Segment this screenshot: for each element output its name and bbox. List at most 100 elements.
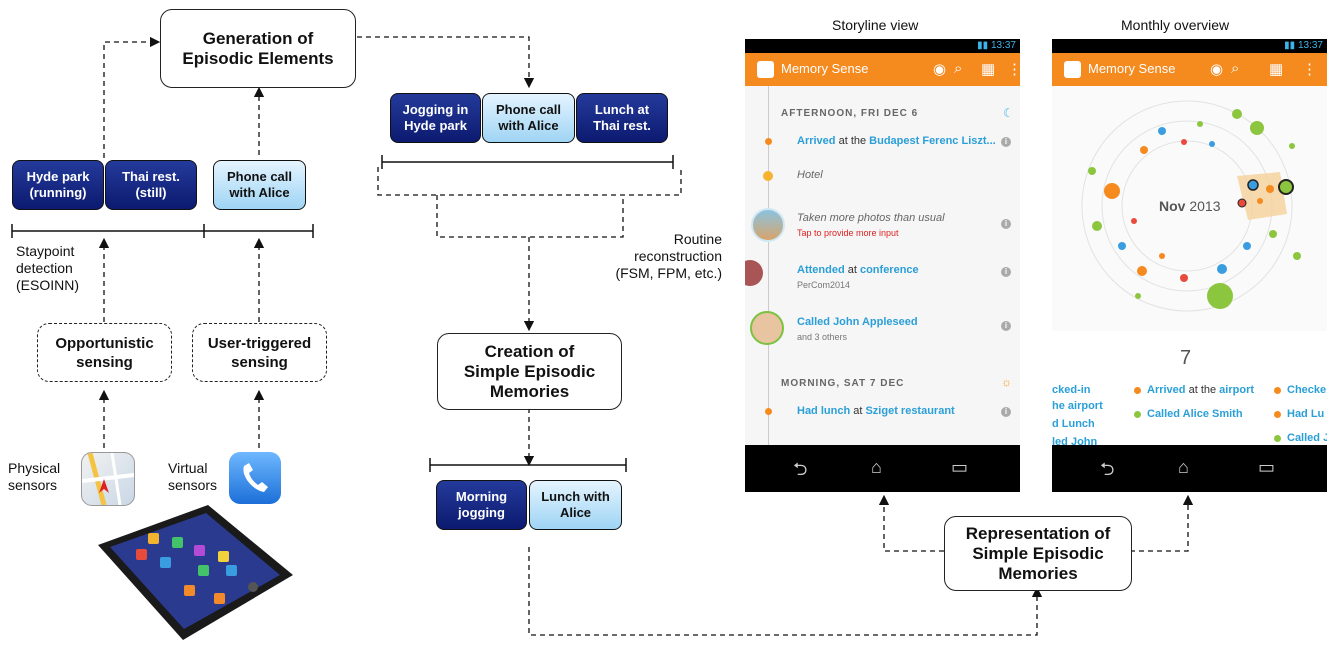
- feed-item-photos-sub: Tap to provide more input: [797, 228, 899, 238]
- info-icon[interactable]: i: [1001, 321, 1011, 331]
- generation-node: Generation of Episodic Elements: [160, 9, 356, 88]
- creation-axis: [429, 458, 627, 472]
- event-dot: [1134, 387, 1141, 394]
- search-icon[interactable]: ⌕: [954, 60, 963, 77]
- app-logo-icon: [1064, 61, 1081, 78]
- month-center-label: Nov 2013: [1159, 198, 1221, 214]
- section-header-afternoon: AFTERNOON, FRI DEC 6: [781, 108, 919, 119]
- status-bar: ▮▮ 13:37: [1052, 39, 1327, 53]
- event-dot: [1134, 411, 1141, 418]
- timeline-line: [768, 86, 769, 445]
- app-bar: Memory Sense ◉ ⌕ ▦ ⋮: [1052, 53, 1327, 86]
- timeline-dot: [765, 138, 772, 145]
- phone-call-icon: [229, 452, 281, 504]
- android-nav-bar: ⮌ ⌂ ▭: [745, 445, 1020, 492]
- staypoint-label: Staypoint detection (ESOINN): [16, 243, 79, 293]
- globe-icon[interactable]: ◉: [1210, 61, 1224, 78]
- day-col-left-2[interactable]: he airport: [1052, 400, 1103, 412]
- status-bar: ▮▮ 13:37: [745, 39, 1020, 53]
- arrow-hyde-to-generation: [103, 36, 161, 158]
- staypoint-axis: [11, 224, 314, 238]
- virtual-sensors-label: Virtual sensors: [168, 460, 218, 493]
- back-icon[interactable]: ⮌: [1100, 459, 1115, 479]
- day-col-mid-2[interactable]: Called Alice Smith: [1147, 408, 1243, 420]
- app-logo-icon: [757, 61, 774, 78]
- home-icon[interactable]: ⌂: [871, 457, 882, 477]
- feed-item-lunch[interactable]: Had lunch at Sziget restaurant: [797, 405, 955, 417]
- representation-node: Representation of Simple Episodic Memori…: [944, 516, 1132, 591]
- feed-item-hotel[interactable]: Hotel: [797, 169, 823, 181]
- arrow-rep-to-storyline: [878, 494, 944, 552]
- timeline-feed: AFTERNOON, FRI DEC 6 ☾ Arrived at the Bu…: [745, 86, 1020, 445]
- chip-morning-jogging: Morning jogging: [436, 480, 527, 530]
- info-icon[interactable]: i: [1001, 219, 1011, 229]
- feed-item-arrived[interactable]: Arrived at the Budapest Ferenc Liszt...: [797, 135, 996, 147]
- overflow-menu-icon[interactable]: ⋮: [1302, 61, 1317, 78]
- recents-icon[interactable]: ▭: [951, 457, 969, 477]
- feed-item-called[interactable]: Called John Appleseed: [797, 316, 918, 328]
- sun-icon: ☼: [1001, 375, 1012, 389]
- routine-axis: [381, 155, 674, 169]
- signal-icon: ▮▮: [977, 40, 991, 51]
- app-title: Memory Sense: [781, 61, 869, 76]
- feed-item-photos[interactable]: Taken more photos than usual: [797, 212, 945, 224]
- clock: 13:37: [1297, 40, 1323, 51]
- info-icon[interactable]: i: [1001, 267, 1011, 277]
- storyline-caption: Storyline view: [832, 17, 919, 33]
- globe-icon[interactable]: ◉: [933, 61, 947, 78]
- day-col-left-3[interactable]: d Lunch: [1052, 418, 1095, 430]
- radial-month-chart: [1081, 100, 1301, 312]
- calendar-icon[interactable]: ▦: [1269, 61, 1284, 78]
- feed-item-called-sub: and 3 others: [797, 332, 848, 342]
- app-bar: Memory Sense ◉ ⌕ ▦ ⋮: [745, 53, 1020, 86]
- home-icon[interactable]: ⌂: [1178, 457, 1189, 477]
- arrow-rep-to-monthly: [1130, 494, 1194, 552]
- map-icon: [81, 452, 135, 506]
- chip-lunch-thai: Lunch at Thai rest.: [576, 93, 668, 143]
- day-col-right-1[interactable]: Checke: [1287, 384, 1327, 396]
- search-icon[interactable]: ⌕: [1231, 60, 1240, 77]
- overflow-menu-icon[interactable]: ⋮: [1007, 61, 1020, 78]
- chip-lunch-alice: Lunch with Alice: [529, 480, 622, 530]
- storyline-phone: ▮▮ 13:37 Memory Sense ◉ ⌕ ▦ ⋮ AFTERNOON,…: [745, 39, 1020, 492]
- event-dot: [1274, 387, 1281, 394]
- day-col-mid-1[interactable]: Arrived at the airport: [1147, 384, 1255, 396]
- moon-icon: ☾: [1003, 106, 1014, 120]
- feed-item-attended-sub: PerCom2014: [797, 280, 851, 290]
- day-col-right-3[interactable]: Called J: [1287, 432, 1327, 444]
- recents-icon[interactable]: ▭: [1258, 457, 1276, 477]
- timeline-dot: [765, 408, 772, 415]
- physical-sensors-label: Physical sensors: [8, 460, 61, 493]
- avatar: [745, 260, 763, 286]
- event-dot: [1274, 435, 1281, 442]
- avatar: [750, 311, 784, 345]
- day-col-left-1[interactable]: cked-in: [1052, 384, 1091, 396]
- month-radial-panel: Nov 2013: [1052, 86, 1327, 331]
- photo-thumbnail: [751, 208, 785, 242]
- hotel-icon: [763, 171, 773, 181]
- smartphone-illustration: [88, 505, 298, 645]
- chip-hyde-park: Hyde park (running): [12, 160, 104, 210]
- day-col-right-2[interactable]: Had Lu: [1287, 408, 1325, 420]
- monthly-caption: Monthly overview: [1121, 17, 1230, 33]
- chip-phone-call-left: Phone call with Alice: [213, 160, 306, 210]
- signal-icon: ▮▮: [1284, 40, 1298, 51]
- feed-item-attended[interactable]: Attended at conference: [797, 264, 919, 276]
- section-header-morning: MORNING, SAT 7 DEC: [781, 378, 905, 389]
- arrow-chips-to-representation: [528, 547, 1043, 636]
- routine-bracket-2: [436, 195, 624, 238]
- event-dot: [1274, 411, 1281, 418]
- selected-day: 7: [1180, 347, 1192, 369]
- info-icon[interactable]: i: [1001, 137, 1011, 147]
- calendar-icon[interactable]: ▦: [981, 61, 996, 78]
- user-triggered-sensing-node: User-triggered sensing: [192, 323, 327, 382]
- monthly-phone: ▮▮ 13:37 Memory Sense ◉ ⌕ ▦ ⋮: [1052, 39, 1327, 492]
- routine-bracket-1: [377, 167, 682, 196]
- chip-thai-rest: Thai rest. (still): [105, 160, 197, 210]
- android-nav-bar: ⮌ ⌂ ▭: [1052, 445, 1327, 492]
- routine-label: Routine reconstruction (FSM, FPM, etc.): [615, 231, 722, 281]
- app-title: Memory Sense: [1088, 61, 1176, 76]
- info-icon[interactable]: i: [1001, 407, 1011, 417]
- back-icon[interactable]: ⮌: [793, 459, 808, 479]
